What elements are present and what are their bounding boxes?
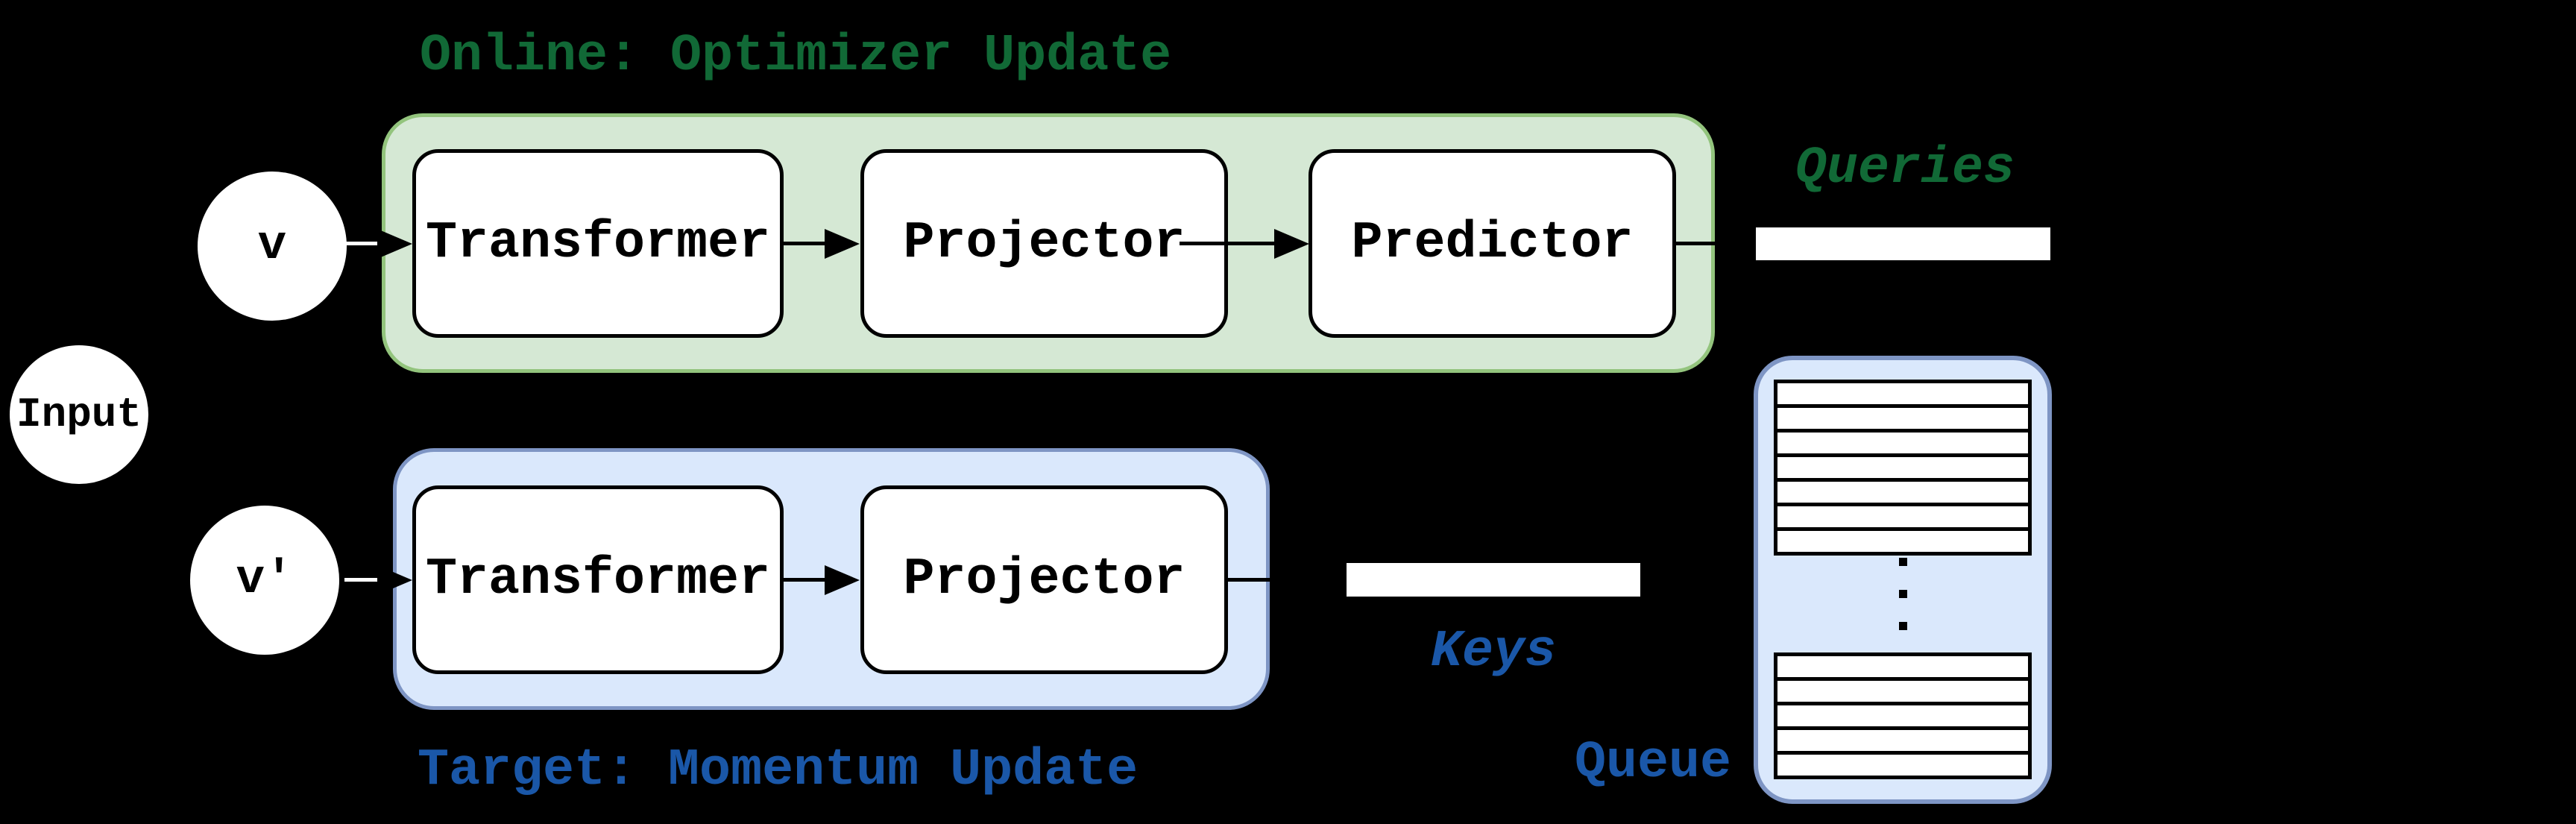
online-branch-title: Online: Optimizer Update: [420, 27, 1172, 86]
queue-row: [1777, 408, 2028, 429]
input-node: Input: [10, 345, 148, 484]
queue-row: [1777, 383, 2028, 404]
view-v-prime-label: v': [236, 553, 294, 607]
queue-row: [1777, 531, 2028, 552]
target-transformer-label: Transformer: [425, 550, 771, 609]
online-projector-label: Projector: [903, 214, 1185, 273]
transformer-to-projector-arrowhead-icon-bottom: [825, 565, 860, 595]
view-v-prime-node: v': [190, 506, 339, 655]
queue-row: [1777, 705, 2028, 726]
v-prime-to-transformer-line: [344, 578, 380, 582]
queue-top-stack: [1774, 380, 2032, 556]
queries-label: Queries: [1795, 139, 2015, 198]
queue-row: [1777, 755, 2028, 776]
transformer-to-projector-arrowhead-icon-top: [825, 229, 860, 259]
target-projector-box: Projector: [860, 485, 1228, 674]
keys-vector-bar: [1347, 563, 1640, 597]
view-v-node: v: [198, 172, 347, 321]
online-transformer-label: Transformer: [425, 214, 771, 273]
online-predictor-box: Predictor: [1309, 149, 1676, 338]
queue-bottom-stack: [1774, 652, 2032, 779]
queue-row: [1777, 482, 2028, 503]
queue-row: [1777, 506, 2028, 527]
queue-row: [1777, 681, 2028, 702]
queue-ellipsis-dots: [1899, 558, 1907, 662]
queue-label: Queue: [1575, 734, 1732, 793]
queries-vector-bar: [1756, 227, 2050, 260]
queue-row: [1777, 656, 2028, 677]
target-transformer-box: Transformer: [412, 485, 784, 674]
transformer-to-projector-line-bottom: [784, 578, 826, 582]
online-transformer-box: Transformer: [412, 149, 784, 338]
v-prime-to-transformer-arrowhead-icon: [377, 565, 412, 595]
target-projector-label: Projector: [903, 550, 1185, 609]
online-predictor-label: Predictor: [1351, 214, 1634, 273]
keys-label: Keys: [1430, 623, 1557, 682]
predictor-output-line: [1676, 242, 1716, 245]
ellipsis-dot-icon: [1899, 558, 1907, 566]
queue-row: [1777, 457, 2028, 478]
queue-row: [1777, 730, 2028, 751]
projector-output-line: [1228, 578, 1270, 582]
transformer-to-projector-line-top: [784, 242, 826, 245]
ellipsis-dot-icon: [1899, 622, 1907, 630]
v-to-transformer-arrowhead-icon: [377, 229, 412, 259]
view-v-label: v: [257, 219, 287, 273]
target-branch-title: Target: Momentum Update: [418, 741, 1139, 800]
v-to-transformer-line: [344, 242, 380, 245]
projector-to-predictor-line: [1180, 242, 1276, 245]
queue-row: [1777, 433, 2028, 453]
input-node-label: Input: [16, 391, 142, 438]
ellipsis-dot-icon: [1899, 590, 1907, 598]
projector-to-predictor-arrowhead-icon: [1274, 229, 1309, 259]
online-projector-box: Projector: [860, 149, 1228, 338]
